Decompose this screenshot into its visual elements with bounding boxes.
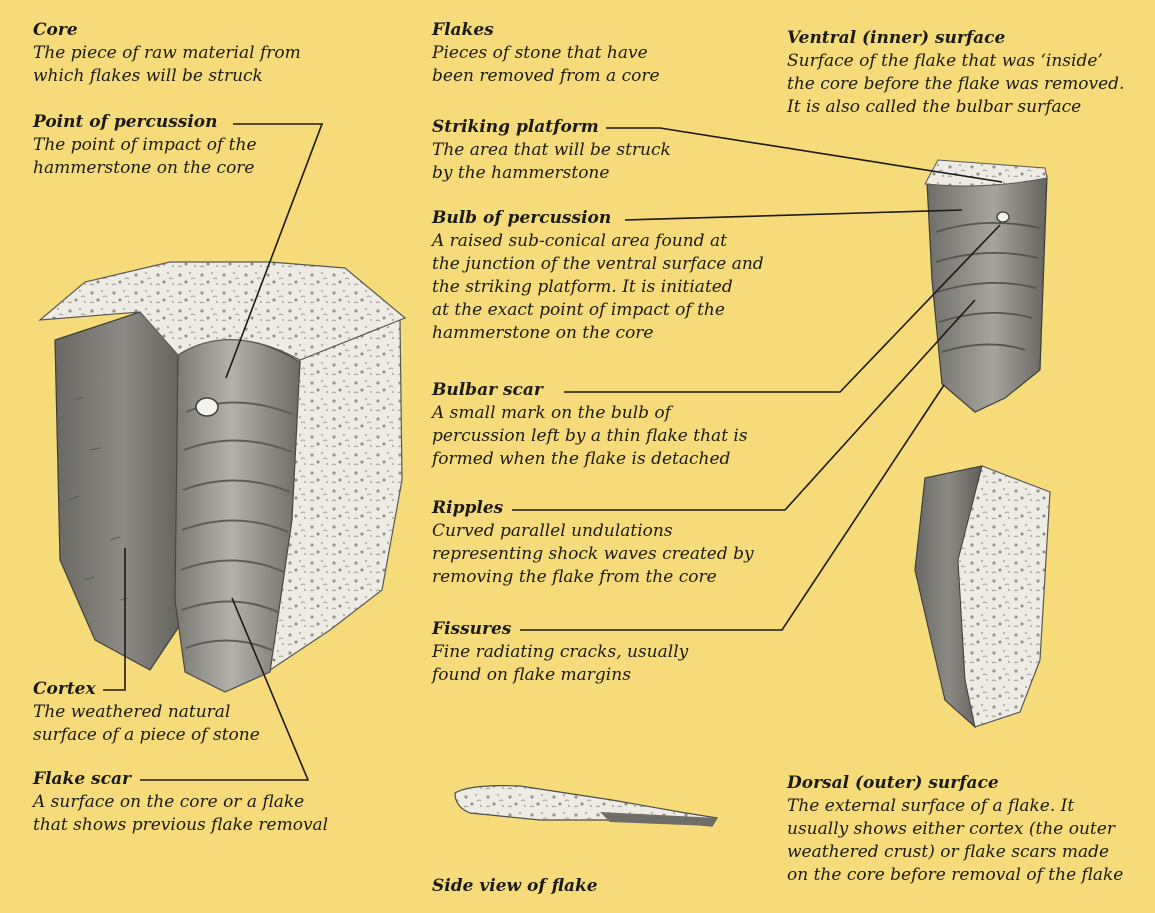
label-ventral-surface-desc-1: Surface of the flake that was ‘inside’ — [787, 50, 1124, 73]
label-fissures-desc-1: Fine radiating cracks, usually — [432, 641, 688, 664]
flake-side-view-illustration — [455, 786, 717, 826]
label-point-of-percussion: Point of percussion The point of impact … — [33, 111, 257, 180]
label-dorsal-surface-desc-2: usually shows either cortex (the outer — [787, 818, 1123, 841]
label-core-desc-1: The piece of raw material from — [33, 42, 301, 65]
label-flakes-desc-2: been removed from a core — [432, 65, 660, 88]
label-dorsal-surface-desc-4: on the core before removal of the flake — [787, 864, 1123, 887]
label-core-title: Core — [33, 19, 301, 42]
label-ripples-desc-1: Curved parallel undulations — [432, 520, 754, 543]
label-ripples-desc-2: representing shock waves created by — [432, 543, 754, 566]
label-dorsal-surface: Dorsal (outer) surface The external surf… — [787, 772, 1123, 887]
label-cortex-title: Cortex — [33, 678, 260, 701]
label-cortex-desc-1: The weathered natural — [33, 701, 260, 724]
label-bulbar-scar-desc-1: A small mark on the bulb of — [432, 402, 748, 425]
label-fissures-desc-2: found on flake margins — [432, 664, 688, 687]
label-dorsal-surface-desc-3: weathered crust) or flake scars made — [787, 841, 1123, 864]
label-point-of-percussion-title: Point of percussion — [33, 111, 257, 134]
label-bulb-of-percussion: Bulb of percussion A raised sub-conical … — [432, 207, 764, 345]
label-bulbar-scar-title: Bulbar scar — [432, 379, 748, 402]
label-bulbar-scar-desc-3: formed when the flake is detached — [432, 448, 748, 471]
label-ventral-surface-desc-2: the core before the flake was removed. — [787, 73, 1124, 96]
label-ripples-title: Ripples — [432, 497, 754, 520]
label-bulbar-scar-desc-2: percussion left by a thin flake that is — [432, 425, 748, 448]
label-flake-scar-desc-2: that shows previous flake removal — [33, 814, 328, 837]
label-flakes: Flakes Pieces of stone that have been re… — [432, 19, 660, 88]
label-bulb-of-percussion-desc-1: A raised sub-conical area found at — [432, 230, 764, 253]
label-flake-scar-title: Flake scar — [33, 768, 328, 791]
label-bulb-of-percussion-title: Bulb of percussion — [432, 207, 764, 230]
label-point-of-percussion-desc-1: The point of impact of the — [33, 134, 257, 157]
label-bulb-of-percussion-desc-4: at the exact point of impact of the — [432, 299, 764, 322]
core-illustration — [40, 262, 405, 692]
label-bulb-of-percussion-desc-2: the junction of the ventral surface and — [432, 253, 764, 276]
label-striking-platform-desc-1: The area that will be struck — [432, 139, 671, 162]
label-side-view: Side view of flake — [432, 875, 598, 898]
label-fissures: Fissures Fine radiating cracks, usually … — [432, 618, 688, 687]
label-flake-scar: Flake scar A surface on the core or a fl… — [33, 768, 328, 837]
label-core: Core The piece of raw material from whic… — [33, 19, 301, 88]
label-flake-scar-desc-1: A surface on the core or a flake — [33, 791, 328, 814]
label-dorsal-surface-title: Dorsal (outer) surface — [787, 772, 1123, 795]
flake-ventral-illustration — [925, 160, 1047, 412]
flake-dorsal-illustration — [915, 466, 1050, 727]
label-ripples-desc-3: removing the flake from the core — [432, 566, 754, 589]
label-striking-platform-title: Striking platform — [432, 116, 671, 139]
label-bulb-of-percussion-desc-5: hammerstone on the core — [432, 322, 764, 345]
label-flakes-title: Flakes — [432, 19, 660, 42]
label-cortex-desc-2: surface of a piece of stone — [33, 724, 260, 747]
label-bulb-of-percussion-desc-3: the striking platform. It is initiated — [432, 276, 764, 299]
label-ripples: Ripples Curved parallel undulations repr… — [432, 497, 754, 589]
label-striking-platform-desc-2: by the hammerstone — [432, 162, 671, 185]
label-ventral-surface-desc-3: It is also called the bulbar surface — [787, 96, 1124, 119]
label-point-of-percussion-desc-2: hammerstone on the core — [33, 157, 257, 180]
label-fissures-title: Fissures — [432, 618, 688, 641]
label-striking-platform: Striking platform The area that will be … — [432, 116, 671, 185]
label-bulbar-scar: Bulbar scar A small mark on the bulb of … — [432, 379, 748, 471]
label-flakes-desc-1: Pieces of stone that have — [432, 42, 660, 65]
label-dorsal-surface-desc-1: The external surface of a flake. It — [787, 795, 1123, 818]
label-cortex: Cortex The weathered natural surface of … — [33, 678, 260, 747]
label-ventral-surface: Ventral (inner) surface Surface of the f… — [787, 27, 1124, 119]
label-ventral-surface-title: Ventral (inner) surface — [787, 27, 1124, 50]
label-core-desc-2: which flakes will be struck — [33, 65, 301, 88]
